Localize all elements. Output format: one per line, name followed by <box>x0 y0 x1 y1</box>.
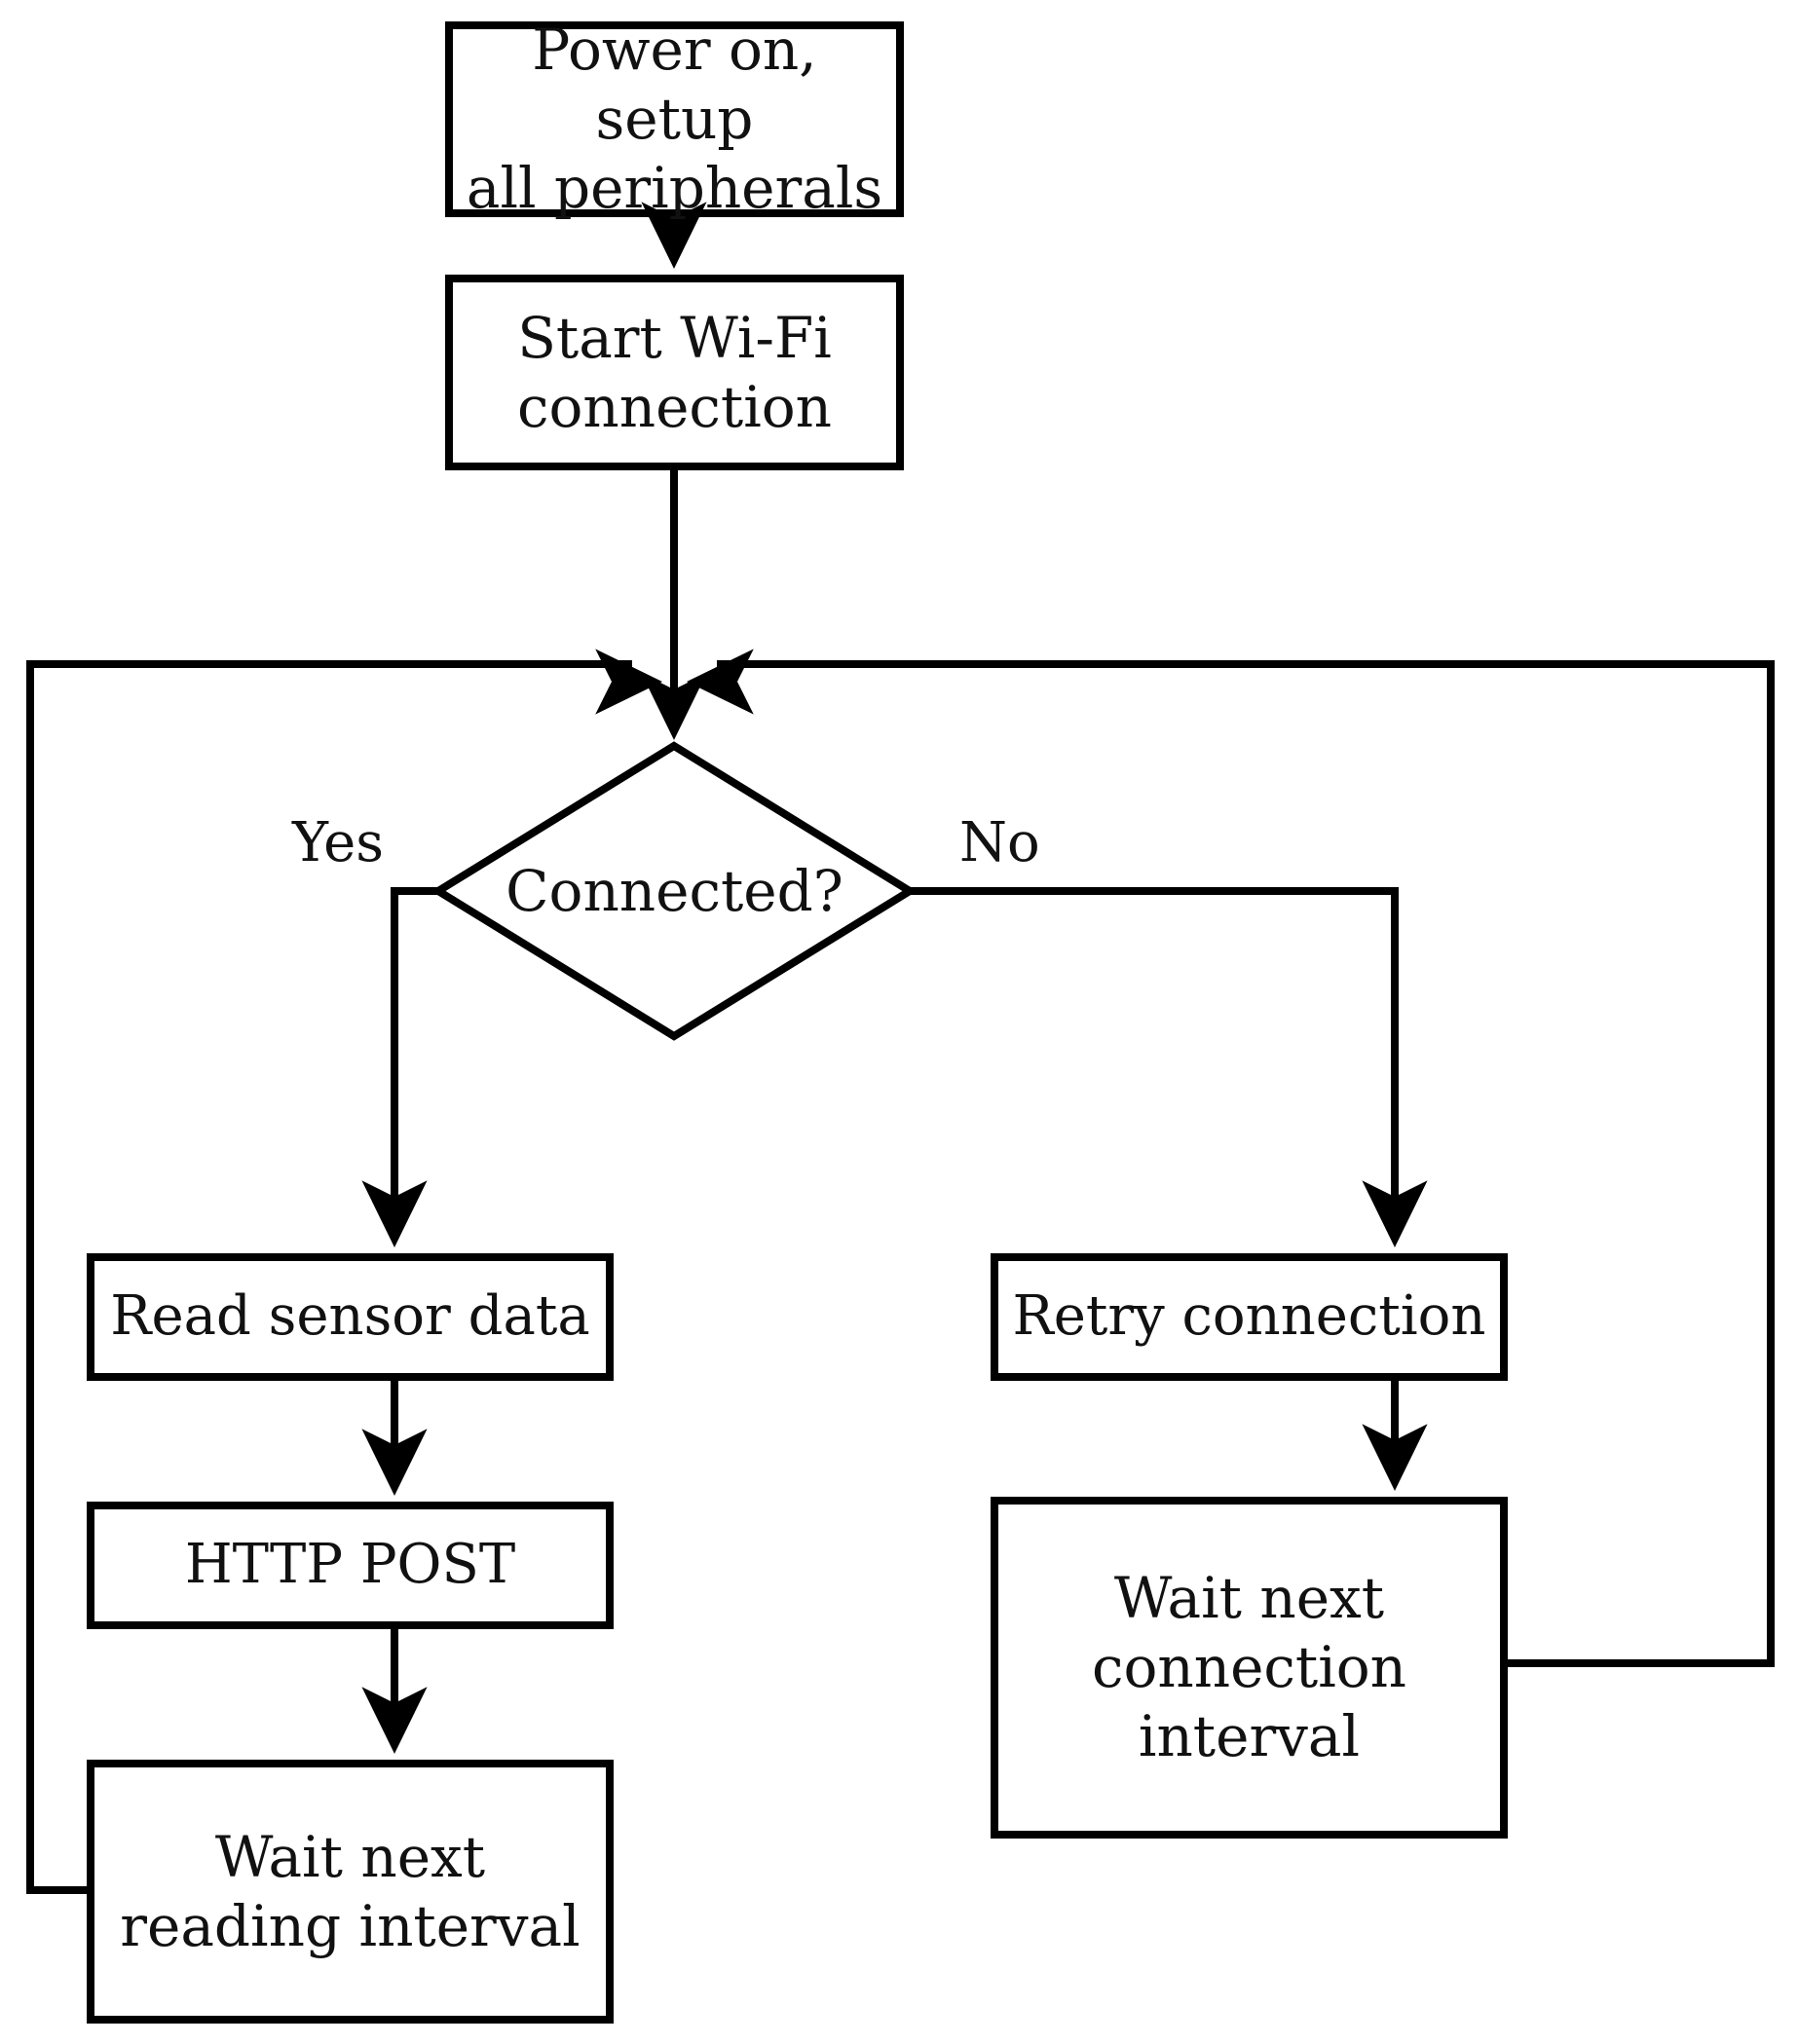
edge-label-yes: Yes <box>292 811 384 874</box>
node-retry-connection <box>991 1253 1508 1381</box>
edge-wait-reading-loop-back <box>26 649 663 1894</box>
edge-wait-connection-loop-back <box>686 649 1775 1667</box>
node-http-post <box>87 1502 614 1629</box>
edge-label-no: No <box>959 811 1040 874</box>
node-connected-decision <box>431 741 918 1041</box>
node-wait-connection-interval <box>991 1497 1508 1839</box>
node-read-sensor-data <box>87 1253 614 1381</box>
edge-decision-yes-to-read <box>361 887 438 1248</box>
node-power-on <box>445 21 904 217</box>
node-start-wifi <box>445 275 904 470</box>
edge-decision-no-to-retry <box>910 887 1428 1248</box>
node-wait-reading-interval <box>87 1760 614 2024</box>
